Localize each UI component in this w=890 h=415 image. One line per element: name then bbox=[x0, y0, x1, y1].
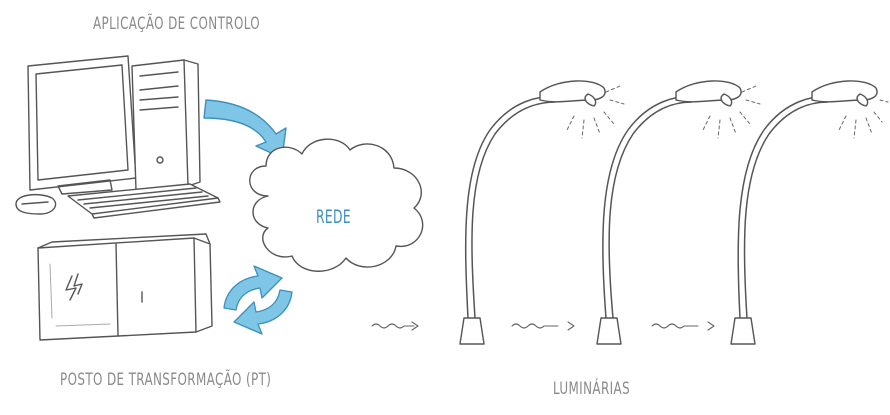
signal-wave-icon bbox=[372, 322, 714, 330]
luminaires-label: LUMINÁRIAS bbox=[553, 379, 630, 399]
network-label: REDE bbox=[316, 206, 351, 228]
streetlamp-icon bbox=[460, 81, 624, 344]
transformer-icon bbox=[38, 234, 212, 340]
streetlamp-icon bbox=[731, 81, 888, 344]
computer-icon bbox=[16, 56, 220, 218]
sync-arrows-icon bbox=[224, 266, 292, 334]
control-application-label: APLICAÇÃO DE CONTROLO bbox=[93, 14, 260, 34]
curved-arrow-icon bbox=[204, 100, 286, 158]
streetlamp-icon bbox=[597, 81, 760, 344]
transformer-station-label: POSTO DE TRANSFORMAÇÃO (PT) bbox=[60, 370, 271, 390]
